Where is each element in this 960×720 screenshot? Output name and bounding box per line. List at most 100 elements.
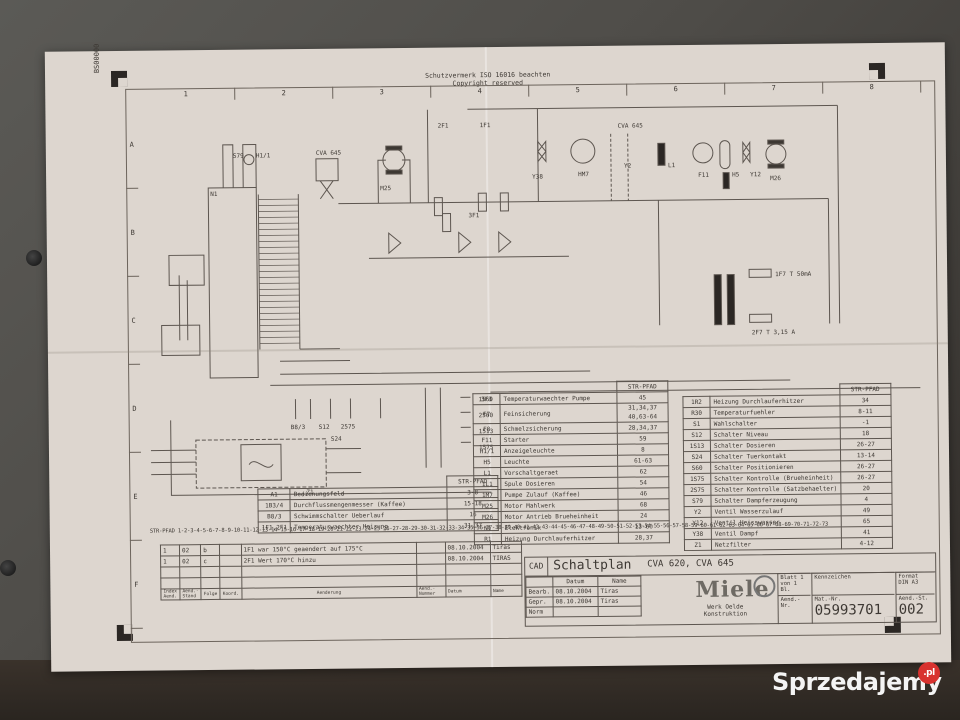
- cell-code: 2S75: [683, 484, 711, 496]
- cell: Aenderung: [241, 586, 417, 600]
- seal-icon: [753, 575, 776, 598]
- cell: Folge: [201, 588, 221, 600]
- revision-table: 1 02 b 1F1 war 150°C geaendert auf 175°C…: [160, 541, 522, 601]
- row-B: B: [126, 188, 140, 277]
- cell: 08.10.2004: [553, 596, 599, 607]
- cell-code: H5: [473, 456, 501, 468]
- cell-path: 18: [840, 427, 892, 439]
- cell-path: 8-11: [839, 405, 891, 417]
- change-number-label: Aend.-Nr.: [777, 594, 811, 625]
- cell-code: S1: [683, 418, 711, 430]
- row-E: E: [128, 452, 142, 541]
- cell: 1: [160, 544, 180, 557]
- label-z1: Z1: [306, 489, 314, 496]
- registration-mark: [110, 70, 128, 88]
- cell-path: 4: [840, 493, 892, 505]
- cell-code: H1/1: [473, 445, 501, 457]
- cell-path: 28,34,37: [617, 421, 669, 434]
- label-n1: N1: [210, 191, 218, 198]
- label-b8: B8/3: [291, 424, 306, 431]
- cell: Koord.: [220, 588, 242, 600]
- cell: Index Aend.: [160, 588, 181, 601]
- cell-path: 62: [617, 465, 669, 478]
- cell-path: 8: [617, 443, 669, 456]
- model-names: CVA 620, CVA 645: [647, 558, 734, 570]
- cell: c: [200, 555, 220, 567]
- label-y2: Y2: [624, 163, 632, 170]
- cell-code: S24: [683, 451, 711, 463]
- cell: b: [200, 544, 220, 556]
- label-m7: HM7: [578, 171, 589, 178]
- row-C: C: [127, 276, 141, 365]
- cell-path: 24: [618, 509, 670, 522]
- label-h5: H5: [732, 171, 740, 178]
- table-row: Norm: [526, 606, 642, 618]
- cell-code: 1R2: [682, 396, 711, 408]
- cell-code: A1: [257, 488, 291, 501]
- legend-header: STR-PFAD: [839, 383, 891, 395]
- cell: 02: [179, 555, 201, 567]
- label-m25: M25: [380, 185, 391, 192]
- cell-code: 1B3/4: [257, 499, 291, 512]
- wiring-diagram-sheet: BS00000 Schutzvermerk ISO 16016 beachten…: [44, 42, 952, 672]
- col-8: 8: [823, 80, 922, 94]
- cell-path: 46: [617, 487, 669, 500]
- label-1f1: 1F1: [480, 122, 491, 129]
- cell: Tiras: [489, 541, 522, 553]
- cell-path: 26-27: [840, 471, 892, 483]
- cell-path: 4-12: [841, 537, 893, 549]
- label-s24: S24: [331, 436, 342, 443]
- col-6: 6: [627, 82, 726, 96]
- label-y12: Y12: [750, 171, 761, 178]
- label-s79: S79: [233, 153, 244, 160]
- cell-code: L1: [473, 467, 501, 479]
- cell-code: B8/3: [258, 510, 291, 523]
- side-code: BS00000: [92, 43, 102, 74]
- werk-label: Werk Oelde Konstruktion: [703, 603, 748, 618]
- col-2: 2: [235, 86, 334, 100]
- label-3f1: 3F1: [468, 212, 479, 219]
- label-1560: 1560: [478, 396, 493, 403]
- werk-line-2: Konstruktion: [703, 610, 748, 618]
- cell-code: Z1: [684, 539, 712, 551]
- cell: Bearb.: [525, 586, 554, 598]
- cell-path: 31,34,37 40,63-64: [616, 402, 669, 423]
- cell-code: Y38: [684, 528, 712, 540]
- cell-path: 54: [617, 476, 669, 489]
- cell-code: S79: [683, 495, 712, 507]
- label-2560: 2560: [479, 412, 494, 419]
- cell-path: 61-63: [617, 454, 669, 467]
- label-cva645: CVA 645: [316, 150, 342, 157]
- col-4: 4: [431, 84, 530, 98]
- material-number-box: Mat.-Nr. 05993701: [811, 593, 895, 624]
- legend-header: STR-PFAD: [616, 380, 668, 393]
- cell-path: 59: [617, 432, 669, 445]
- format-box: Format DIN A3: [895, 571, 935, 595]
- row-A: A: [125, 100, 139, 189]
- cell-code: R30: [683, 407, 711, 419]
- label-l1: L1: [668, 162, 676, 169]
- revision-state: 002: [898, 601, 925, 618]
- cell: 02: [179, 544, 201, 556]
- watermark-text: Sprzedajemy: [772, 668, 942, 696]
- drawing-title: Schaltplan: [553, 557, 632, 574]
- cell-code: 1L1: [473, 478, 501, 490]
- label-fuse-2f7: 2F7 T 3,15 A: [752, 329, 796, 336]
- cell: 1: [160, 555, 180, 568]
- cell: Tiras: [598, 596, 642, 607]
- row-D: D: [128, 364, 141, 453]
- cell-code: F11: [473, 434, 501, 446]
- cell-desc: Feinsicherung: [499, 403, 618, 424]
- material-number: 05993701: [814, 601, 883, 619]
- cell-code: 1S75: [683, 473, 711, 485]
- label-cva645-2: CVA 645: [618, 122, 644, 129]
- col-5: 5: [529, 83, 628, 97]
- cell-path: 45: [616, 391, 668, 404]
- cell: TIRAS: [490, 552, 522, 564]
- label-1575: 1575: [479, 444, 494, 451]
- col-3: 3: [333, 85, 432, 99]
- cell: Tiras: [597, 586, 642, 597]
- sheet-count: Blatt 1 von 1 Bl.: [777, 572, 811, 597]
